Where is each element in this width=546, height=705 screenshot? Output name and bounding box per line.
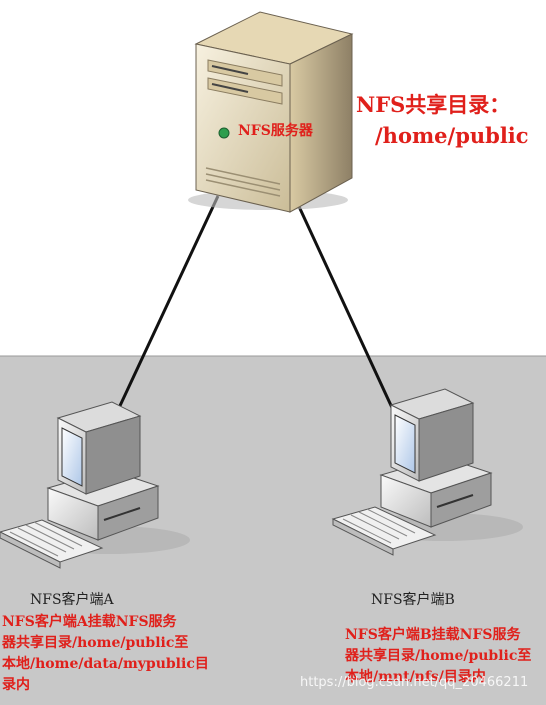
server-label: NFS服务器 [238, 123, 313, 139]
client-b-label: NFS客户端B [371, 592, 455, 608]
client-b-description: NFS客户端B挂载NFS服务 器共享目录/home/public至 本地/mnt… [345, 625, 531, 688]
client-a-desc-line: 本地/home/data/mypublic目 [2, 656, 209, 672]
client-b-desc-line: 本地/mnt/nfs/目录内 [345, 669, 486, 685]
share-directory-title: NFS共享目录： [356, 92, 511, 117]
client-b-desc-line: 器共享目录/home/public至 [345, 648, 532, 664]
client-b-desc-line: NFS客户端B挂载NFS服务 [345, 627, 521, 643]
watermark: https://blog.csdn.net/qq_20466211 [300, 675, 529, 690]
client-a-desc-line: 器共享目录/home/public至 [2, 635, 189, 651]
link-server-client-a [109, 195, 220, 426]
client-a-desc-line: NFS客户端A挂载NFS服务 [2, 614, 177, 630]
client-a-label: NFS客户端A [30, 592, 114, 608]
client-b-computer-icon [331, 388, 523, 556]
share-directory-path: /home/public [375, 123, 529, 148]
client-a-computer-icon [0, 401, 190, 569]
client-a-desc-line: 录内 [2, 677, 30, 693]
link-server-client-b [294, 199, 396, 413]
client-a-description: NFS客户端A挂载NFS服务 器共享目录/home/public至 本地/hom… [2, 612, 209, 696]
nfs-server-icon [188, 11, 354, 213]
